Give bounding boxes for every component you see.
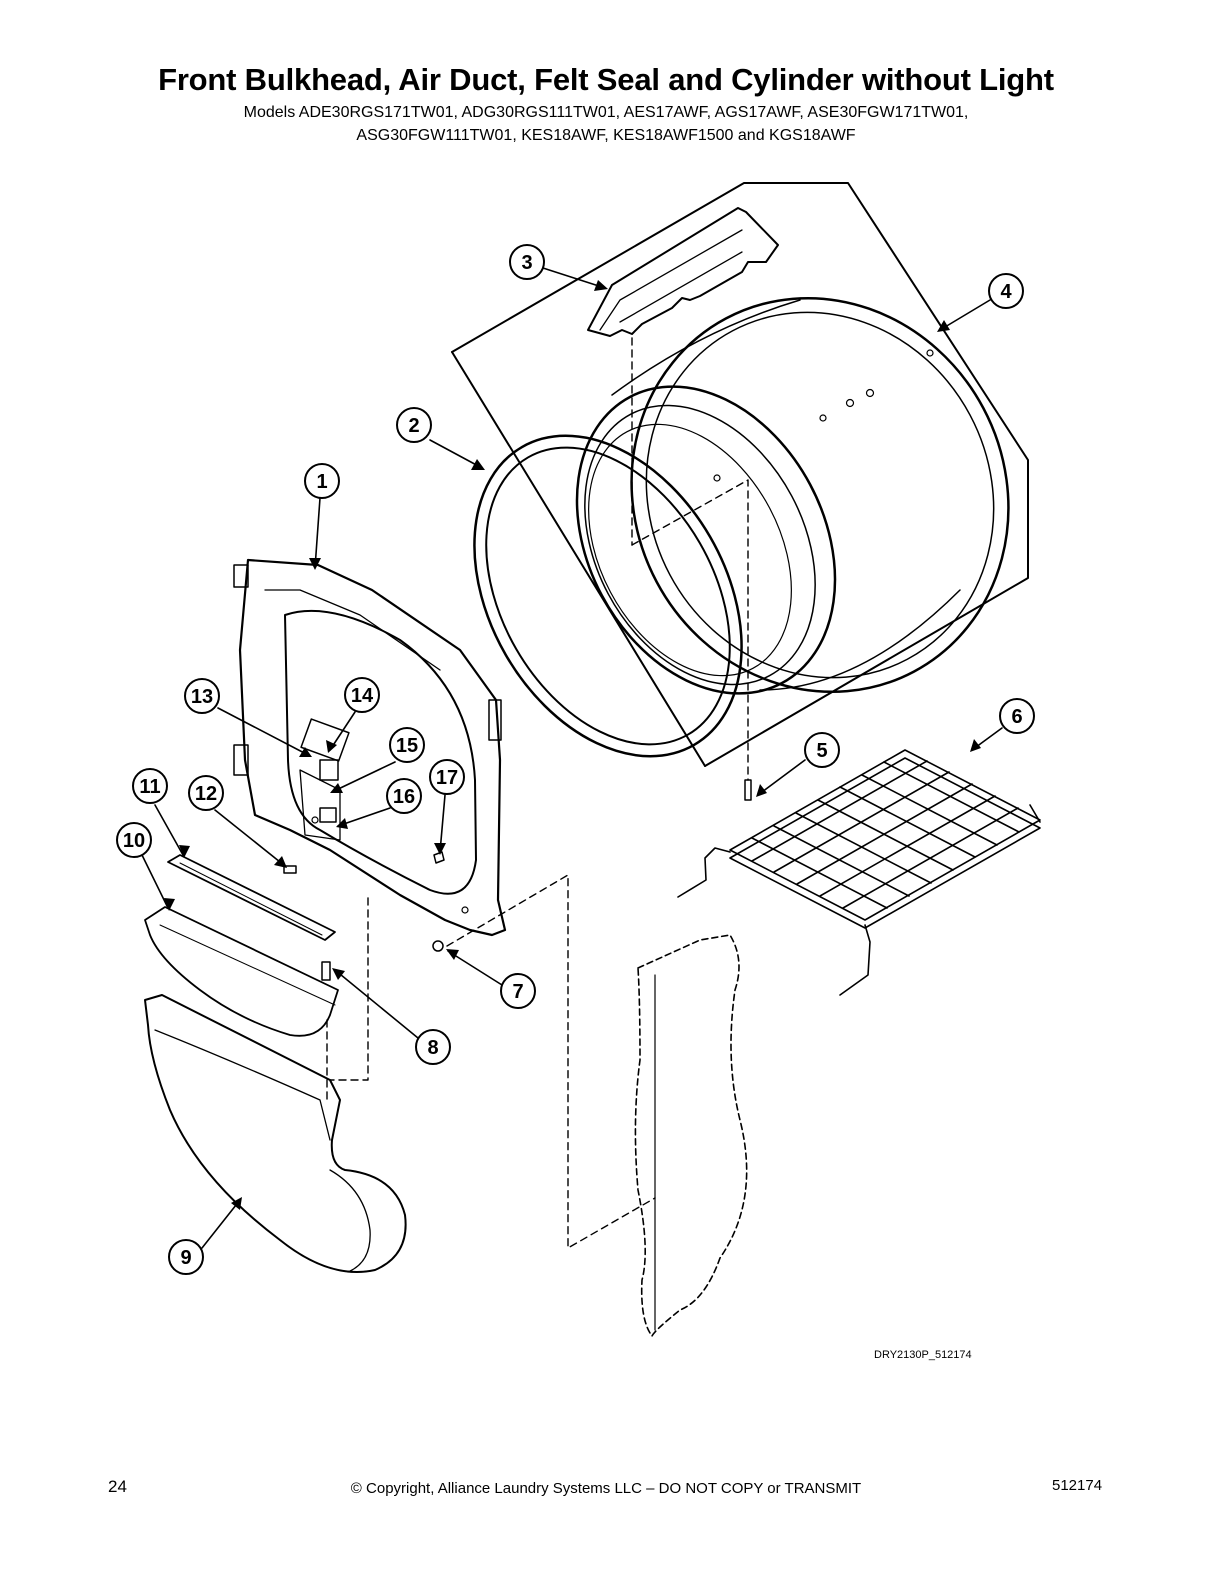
part-16-switch-actuator: [319, 807, 337, 823]
cylinder-group-outline: [451, 182, 1029, 767]
callout-12-label: 12: [195, 783, 217, 805]
drum-dash-guide: [631, 479, 749, 781]
page-number: 24: [108, 1477, 127, 1496]
callout-3-label: 3: [521, 252, 532, 274]
copyright-notice: © Copyright, Alliance Laundry Systems LL…: [350, 1480, 862, 1497]
part-17-screw: [433, 851, 445, 864]
callout-2: 2: [396, 407, 432, 443]
callout-15-label: 15: [396, 735, 418, 757]
callout-13: 13: [184, 678, 220, 714]
part-9-air-duct: [144, 994, 407, 1273]
callout-10-label: 10: [123, 830, 145, 852]
callout-1-label: 1: [316, 471, 327, 493]
part-6-drying-rack: [677, 749, 1041, 996]
callout-8: 8: [415, 1029, 451, 1065]
callout-7: 7: [500, 973, 536, 1009]
callout-14-label: 14: [351, 685, 374, 707]
models-line-2: ASG30FGW111TW01, KES18AWF, KES18AWF1500 …: [356, 127, 856, 144]
callout-5: 5: [804, 732, 840, 768]
callout-5-label: 5: [816, 740, 827, 762]
part-8-screw: [321, 961, 331, 981]
models-line-1: Models ADE30RGS171TW01, ADG30RGS111TW01,…: [243, 104, 969, 121]
part-3-baffle: [587, 207, 779, 337]
callout-arrowheads: [164, 280, 981, 1210]
part-4-cylinder-drum: [575, 296, 1010, 695]
part-15-door-switch: [319, 759, 339, 781]
page-title: Front Bulkhead, Air Duct, Felt Seal and …: [158, 62, 1054, 97]
part-10-lint-filter: [144, 906, 339, 1037]
callout-15: 15: [389, 727, 425, 763]
part-1-front-bulkhead: [233, 558, 507, 937]
part-5-screw: [744, 779, 752, 801]
callout-leaders: [141, 267, 1003, 1249]
callout-3: 3: [509, 244, 545, 280]
callout-13-label: 13: [191, 686, 213, 708]
rear-panel-reference: [634, 934, 748, 1337]
bulkhead-dash-guide-right: [446, 874, 656, 1249]
callout-11-label: 11: [139, 776, 160, 798]
callout-9: 9: [168, 1239, 204, 1275]
document-number: 512174: [1052, 1477, 1103, 1494]
callout-6: 6: [999, 698, 1035, 734]
part-12-screw: [283, 865, 297, 874]
callout-10: 10: [116, 822, 152, 858]
callout-2-label: 2: [408, 415, 419, 437]
callout-16-label: 16: [393, 786, 415, 808]
callout-4: 4: [988, 273, 1024, 309]
callout-17: 17: [429, 759, 465, 795]
bulkhead-dash-guide: [329, 897, 369, 1081]
callout-11: 11: [132, 768, 168, 804]
callout-4-label: 4: [1000, 281, 1012, 303]
callout-12: 12: [188, 775, 224, 811]
part-11-lint-screen: [167, 854, 336, 941]
callout-17-label: 17: [436, 767, 458, 789]
callout-9-label: 9: [180, 1247, 191, 1269]
callout-16: 16: [386, 778, 422, 814]
callout-1: 1: [304, 463, 340, 499]
callout-14: 14: [344, 677, 380, 713]
diagram-code: DRY2130P_512174: [874, 1349, 972, 1361]
callout-8-label: 8: [427, 1037, 438, 1059]
part-2-felt-seal: [473, 434, 743, 758]
callout-7-label: 7: [512, 981, 523, 1003]
callout-6-label: 6: [1011, 706, 1022, 728]
part-14-door-switch-bracket: [300, 718, 350, 762]
part-7-screw: [432, 940, 444, 952]
